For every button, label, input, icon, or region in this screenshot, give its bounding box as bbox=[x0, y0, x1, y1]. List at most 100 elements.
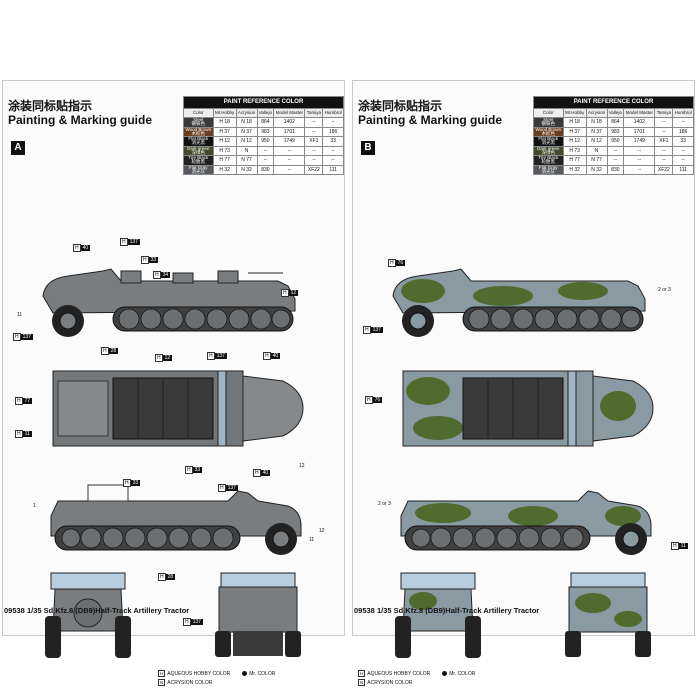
header-model-master: Model Master bbox=[623, 107, 656, 118]
paint-cell-humbrol: -- bbox=[322, 145, 344, 156]
header-humbrol: Humbrol bbox=[672, 107, 694, 118]
footer-title-a: 09538 1/35 Sd.Kfz.8 (DB9)Half-Track Arti… bbox=[4, 606, 190, 615]
top-view-b bbox=[402, 370, 654, 447]
paint-cell-acrysion: N 77 bbox=[235, 155, 258, 166]
sheet-b: 涂装同标贴指示 Painting & Marking guide B PAINT… bbox=[352, 80, 695, 686]
paint-cell-mr-hobby: H 12 bbox=[562, 136, 587, 147]
paint-cell-mr-hobby: H 18 bbox=[562, 117, 587, 128]
footer-title-b: 09538 1/35 Sd.Kfz.8 (DB9)Half-Track Arti… bbox=[354, 606, 540, 615]
paint-cell-mr-hobby: H 37 bbox=[212, 126, 237, 137]
paint-cell-mr-hobby: H 77 bbox=[212, 155, 237, 166]
paint-cell-mr-hobby: H 37 bbox=[562, 126, 587, 137]
paint-cell-model-master: 1402 bbox=[623, 117, 656, 128]
paint-cell-tamiya: -- bbox=[304, 155, 324, 166]
scheme-badge-b: B bbox=[361, 141, 375, 155]
callout: 12 bbox=[319, 528, 325, 534]
paint-cell-tamiya: -- bbox=[304, 145, 324, 156]
paint-cell-tamiya: XF22 bbox=[654, 164, 674, 175]
track-run-a bbox=[112, 306, 294, 332]
paint-cell-humbrol: 33 bbox=[322, 136, 344, 147]
title-english: Painting & Marking guide bbox=[8, 113, 153, 127]
title-chinese: 涂装同标贴指示 bbox=[8, 99, 93, 113]
side-view-left-a bbox=[42, 268, 296, 337]
front-view-b bbox=[395, 572, 481, 658]
paint-cell-model-master: -- bbox=[273, 145, 306, 156]
paint-cell-model-master: 1701 bbox=[273, 126, 306, 137]
paint-cell-acrysion: N bbox=[235, 145, 258, 156]
paint-cell-vallejo: -- bbox=[606, 155, 625, 166]
paint-cell-vallejo: -- bbox=[606, 145, 625, 156]
paint-cell-model-master: 1749 bbox=[623, 136, 656, 147]
side-view-left-b bbox=[392, 268, 646, 337]
paint-cell-humbrol: 33 bbox=[672, 136, 694, 147]
paint-cell-humbrol: -- bbox=[322, 117, 344, 128]
paint-cell-mr-hobby: H 73 bbox=[212, 145, 237, 156]
track-run-b bbox=[462, 306, 644, 332]
header-humbrol: Humbrol bbox=[322, 107, 344, 118]
side-view-right-a bbox=[50, 484, 302, 555]
paint-cell-acrysion: N 37 bbox=[235, 126, 258, 137]
paint-cell-vallejo: 950 bbox=[606, 136, 625, 147]
callout: 2 or 3 bbox=[378, 501, 391, 507]
header-acrysion: Acrysion bbox=[235, 107, 258, 118]
header-tamiya: Tamiya bbox=[654, 107, 674, 118]
paint-cell-humbrol: -- bbox=[322, 155, 344, 166]
paint-cell-model-master: 1701 bbox=[623, 126, 656, 137]
callout: 1 bbox=[33, 503, 36, 509]
paint-cell-tamiya: XF1 bbox=[654, 136, 674, 147]
callout: 11 bbox=[309, 537, 315, 543]
paint-cell-tamiya: -- bbox=[654, 145, 674, 156]
paint-cell-model-master: 1749 bbox=[273, 136, 306, 147]
paint-cell-acrysion: N 18 bbox=[585, 117, 608, 128]
paint-cell-acrysion: N 77 bbox=[585, 155, 608, 166]
paint-cell-vallejo: 830 bbox=[606, 164, 625, 175]
paint-cell-humbrol: 186 bbox=[672, 126, 694, 137]
paint-cell-vallejo: 864 bbox=[256, 117, 275, 128]
paint-cell-humbrol: 111 bbox=[672, 164, 694, 175]
paint-cell-model-master: -- bbox=[273, 155, 306, 166]
header-acrysion: Acrysion bbox=[585, 107, 608, 118]
paint-cell-model-master: -- bbox=[623, 155, 656, 166]
paint-cell-mr-hobby: H 77 bbox=[562, 155, 587, 166]
paint-reference-table-a: PAINT REFERENCE COLOR Color Mr.Hobby Acr… bbox=[183, 96, 344, 175]
header-vallejo: Vallejo bbox=[606, 107, 625, 118]
paint-cell-acrysion: N 18 bbox=[235, 117, 258, 128]
paint-cell-acrysion: N 12 bbox=[585, 136, 608, 147]
top-view-a bbox=[52, 370, 304, 447]
paint-cell-model-master: -- bbox=[623, 164, 656, 175]
paint-cell-tamiya: -- bbox=[654, 117, 674, 128]
paint-cell-mr-hobby: H 32 bbox=[562, 164, 587, 175]
header-model-master: Model Master bbox=[273, 107, 306, 118]
paint-cell-acrysion: N 32 bbox=[235, 164, 258, 175]
paint-cell-vallejo: -- bbox=[256, 145, 275, 156]
sheet-a: 涂装同标贴指示 Painting & Marking guide A PAINT… bbox=[2, 80, 345, 686]
paint-cell-acrysion: N 12 bbox=[235, 136, 258, 147]
rear-view-b bbox=[565, 572, 651, 657]
